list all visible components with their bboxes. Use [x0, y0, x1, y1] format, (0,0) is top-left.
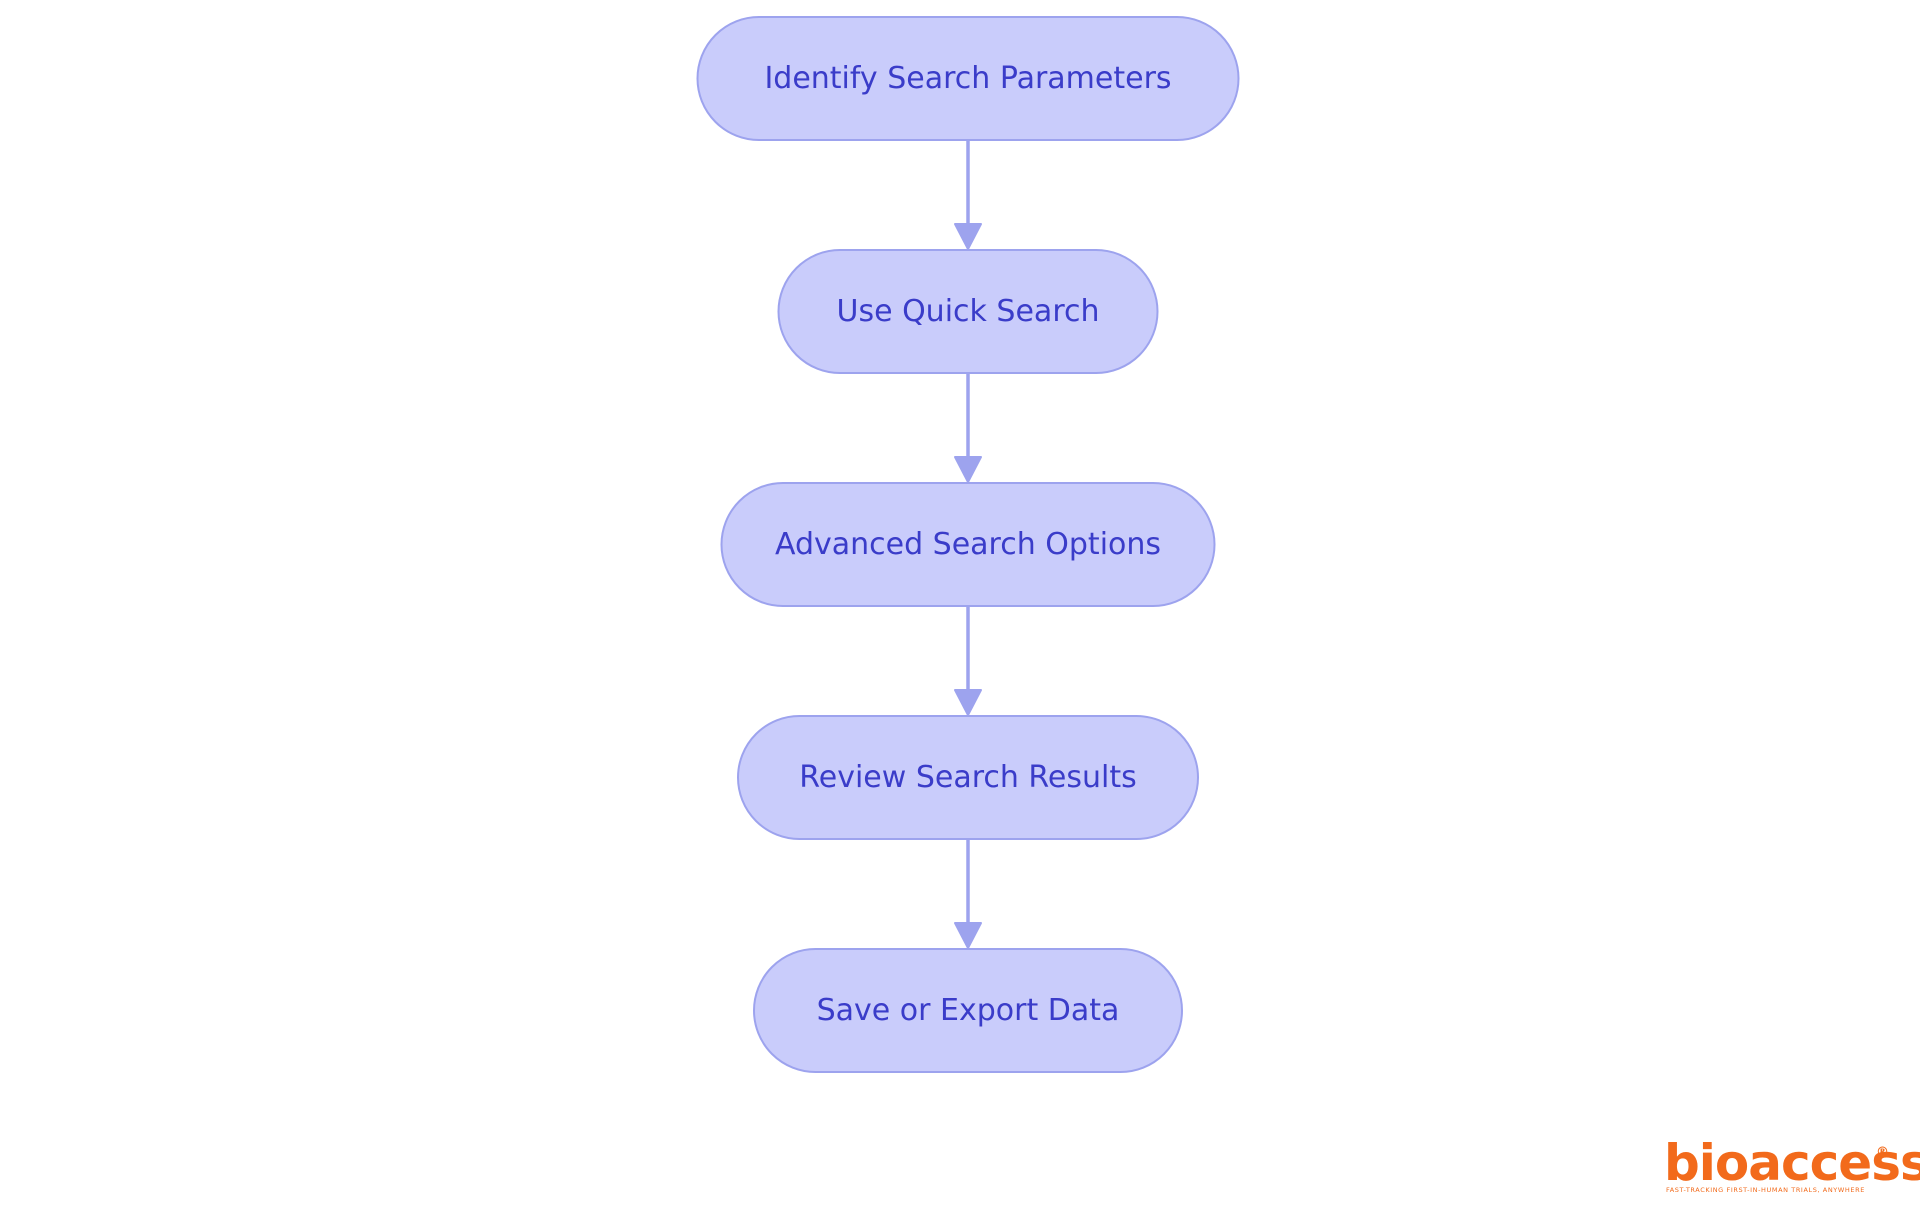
flow-node-shape: [696, 16, 1240, 141]
flow-edge-arrowhead: [954, 223, 982, 250]
flow-node-shape: [753, 948, 1183, 1073]
flow-edge-arrowhead: [954, 456, 982, 483]
flow-edge-arrowhead: [954, 689, 982, 716]
logo-wordmark: bioaccess: [1664, 1134, 1920, 1192]
flow-node-label: Use Quick Search: [836, 294, 1099, 329]
flow-node-n3: Advanced Search Options: [720, 482, 1216, 607]
flow-node-label: Advanced Search Options: [775, 527, 1161, 562]
flow-node-n4: Review Search Results: [737, 715, 1199, 840]
edges-layer: [954, 140, 982, 949]
flow-node-shape: [777, 249, 1159, 374]
flow-edge-n3-n4: [954, 606, 982, 716]
logo-registered-mark: ®: [1876, 1145, 1889, 1160]
flow-edge-arrowhead: [954, 922, 982, 949]
logo-tagline: FAST-TRACKING FIRST-IN-HUMAN TRIALS, ANY…: [1666, 1186, 1865, 1194]
flow-edge-n1-n2: [954, 140, 982, 250]
bioaccess-logo: bioaccess ® FAST-TRACKING FIRST-IN-HUMAN…: [1664, 1134, 1920, 1194]
flow-node-n5: Save or Export Data: [753, 948, 1183, 1073]
flow-edge-n4-n5: [954, 839, 982, 949]
flow-node-shape: [720, 482, 1216, 607]
flow-node-n1: Identify Search Parameters: [696, 16, 1240, 141]
flow-node-shape: [737, 715, 1199, 840]
flow-node-n2: Use Quick Search: [777, 249, 1159, 374]
flow-node-label: Identify Search Parameters: [764, 61, 1171, 96]
flow-edge-n2-n3: [954, 373, 982, 483]
flow-node-label: Review Search Results: [799, 760, 1137, 795]
flow-node-label: Save or Export Data: [817, 993, 1120, 1028]
